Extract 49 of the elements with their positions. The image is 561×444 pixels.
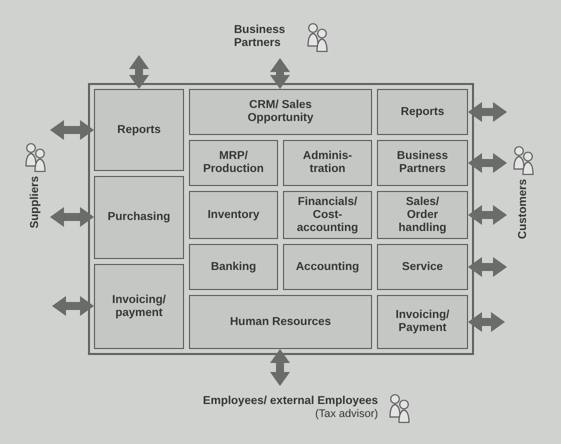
module-box	[189, 89, 372, 135]
double-arrow	[52, 296, 94, 316]
module-box	[189, 191, 278, 239]
module-label: MRP/ Production	[202, 150, 265, 176]
module-box	[189, 244, 278, 290]
double-arrow	[50, 120, 94, 140]
double-arrow	[270, 349, 290, 386]
module-label: Adminis- tration	[302, 150, 354, 176]
module-box	[94, 89, 184, 171]
module-box	[377, 140, 468, 186]
module-label: Accounting	[296, 260, 360, 274]
module-label: CRM/ Sales Opportunity	[246, 99, 314, 125]
module-label: Reports	[117, 124, 161, 136]
module-label: Human Resources	[230, 316, 331, 328]
double-arrow	[468, 205, 507, 225]
double-arrow	[129, 55, 149, 89]
double-arrow	[50, 207, 94, 227]
module-box	[283, 191, 372, 239]
module-box	[189, 295, 372, 349]
module-label: Sales/ Order handling	[398, 196, 448, 234]
module-label: Financials/ Cost- accounting	[296, 196, 360, 234]
double-arrow	[468, 257, 507, 277]
module-label: Invoicing/ Payment	[394, 309, 450, 335]
module-label: Banking	[210, 260, 256, 274]
module-box	[377, 244, 468, 290]
double-arrow	[270, 58, 290, 89]
module-label: Inventory	[208, 208, 260, 222]
stakeholder-label: Customers	[516, 179, 530, 240]
module-label: Purchasing	[108, 211, 170, 224]
module-label: Invoicing/ payment	[111, 294, 167, 320]
module-box	[377, 191, 468, 239]
stakeholder-label: Suppliers	[28, 176, 42, 228]
module-label: Service	[402, 260, 443, 274]
module-box	[283, 244, 372, 290]
system-frame	[88, 83, 474, 355]
double-arrow	[468, 153, 507, 173]
module-box	[377, 295, 468, 349]
stakeholder-label: Employees/ external Employees	[202, 395, 378, 408]
module-label: Reports	[400, 106, 444, 118]
module-box	[94, 176, 184, 259]
double-arrow	[468, 102, 507, 122]
module-label: Business Partners	[396, 150, 450, 176]
stakeholder-note: (Tax advisor)	[315, 408, 378, 421]
double-arrow	[468, 312, 505, 332]
module-box	[283, 140, 372, 186]
module-box	[377, 89, 468, 135]
module-box	[189, 140, 278, 186]
module-box	[94, 264, 184, 349]
stakeholder-label: Business Partners	[234, 24, 286, 50]
